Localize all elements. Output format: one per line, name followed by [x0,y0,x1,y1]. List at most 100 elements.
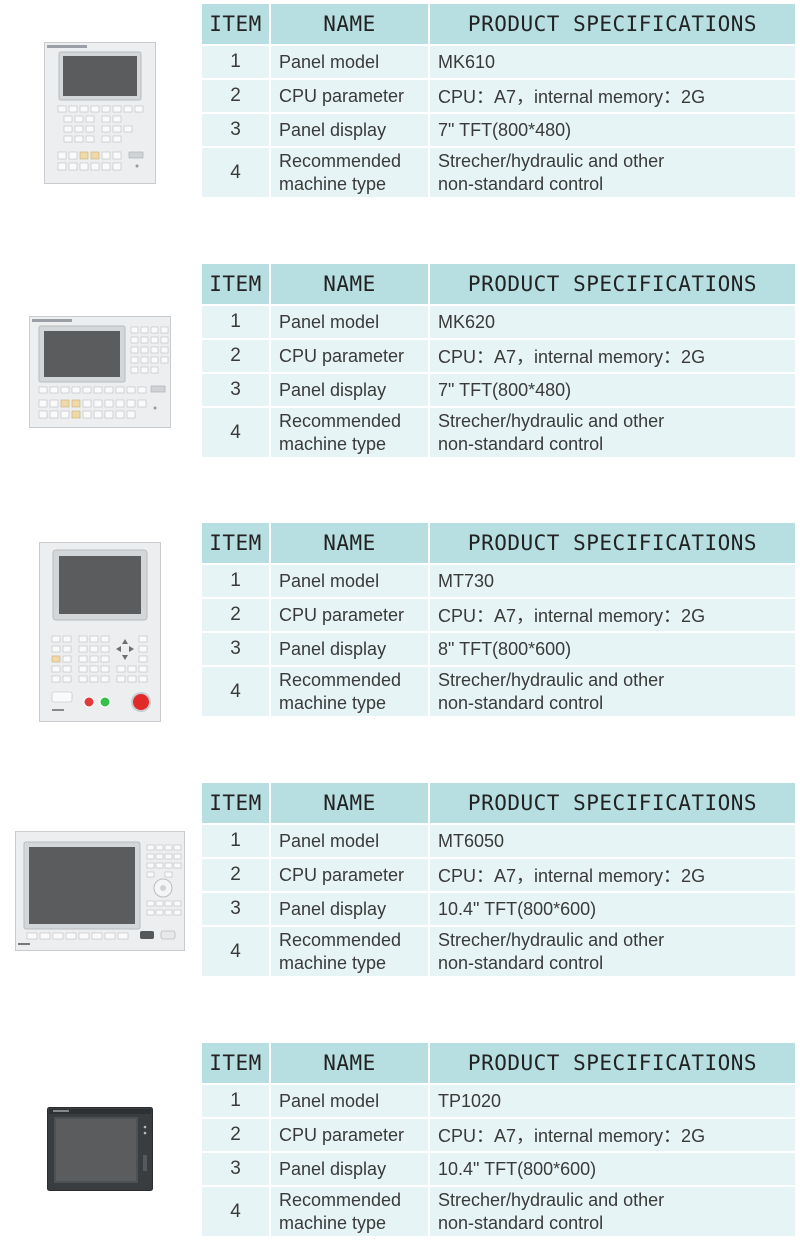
product-block-mk610: ITEM NAME PRODUCT SPECIFICATIONS 1 Panel… [0,2,800,208]
table-header-row: ITEM NAME PRODUCT SPECIFICATIONS [202,264,795,304]
header-name: NAME [271,1043,428,1083]
header-item: ITEM [202,264,269,304]
spec-name-line2: machine type [279,173,387,194]
item-number: 1 [202,306,269,338]
spec-value: 10.4" TFT(800*600) [430,893,795,925]
header-item: ITEM [202,783,269,823]
spec-name: Panel display [271,633,428,665]
spec-value-line1: Strecher/hydraulic and other [438,150,665,171]
table-row: 1 Panel model MK620 [202,306,795,338]
item-number: 1 [202,825,269,857]
spec-name: Panel display [271,114,428,146]
item-number: 1 [202,1085,269,1117]
spec-value-line1: Strecher/hydraulic and other [438,1189,665,1210]
spec-value: MK620 [430,306,795,338]
spec-value: TP1020 [430,1085,795,1117]
item-number: 4 [202,667,269,716]
table-row: 1 Panel model MT6050 [202,825,795,857]
table-header-row: ITEM NAME PRODUCT SPECIFICATIONS [202,783,795,823]
item-number: 3 [202,114,269,146]
table-row: 1 Panel model MK610 [202,46,795,78]
spec-name: CPU parameter [271,1119,428,1151]
spec-name: Panel display [271,1153,428,1185]
spec-table-mt730: ITEM NAME PRODUCT SPECIFICATIONS 1 Panel… [200,521,797,718]
spec-value-line2: non-standard control [438,433,604,454]
item-number: 2 [202,1119,269,1151]
spec-name: CPU parameter [271,859,428,891]
spec-value-line1: Strecher/hydraulic and other [438,929,665,950]
spec-name: Panel model [271,306,428,338]
header-name: NAME [271,783,428,823]
item-number: 2 [202,859,269,891]
spec-value: CPU：A7，internal memory：2G [430,859,795,891]
table-row: 3 Panel display 7" TFT(800*480) [202,374,795,406]
spec-name: Panel display [271,893,428,925]
mt6050-panel-image [15,831,185,951]
header-spec: PRODUCT SPECIFICATIONS [430,783,795,823]
table-row: 2 CPU parameter CPU：A7，internal memory：2… [202,340,795,372]
spec-value: CPU：A7，internal memory：2G [430,1119,795,1151]
table-row: 3 Panel display 7" TFT(800*480) [202,114,795,146]
item-number: 3 [202,893,269,925]
item-number: 4 [202,148,269,197]
spec-name: Panel display [271,374,428,406]
table-row: 1 Panel model MT730 [202,565,795,597]
spec-table-mk620: ITEM NAME PRODUCT SPECIFICATIONS 1 Panel… [200,262,797,459]
spec-value-line2: non-standard control [438,952,604,973]
table-row: 3 Panel display 10.4" TFT(800*600) [202,1153,795,1185]
header-item: ITEM [202,4,269,44]
table-row: 2 CPU parameter CPU：A7，internal memory：2… [202,80,795,112]
product-block-mt6050: ITEM NAME PRODUCT SPECIFICATIONS 1 Panel… [0,781,800,987]
item-number: 4 [202,1187,269,1236]
spec-name: CPU parameter [271,340,428,372]
table-header-row: ITEM NAME PRODUCT SPECIFICATIONS [202,4,795,44]
item-number: 2 [202,340,269,372]
header-name: NAME [271,264,428,304]
spec-table-mk610: ITEM NAME PRODUCT SPECIFICATIONS 1 Panel… [200,2,797,199]
spec-name: CPU parameter [271,599,428,631]
spec-table-tp1020: ITEM NAME PRODUCT SPECIFICATIONS 1 Panel… [200,1041,797,1238]
item-number: 3 [202,633,269,665]
table-row: 2 CPU parameter CPU：A7，internal memory：2… [202,599,795,631]
spec-name: Panel model [271,565,428,597]
mk610-panel-image [44,42,156,184]
spec-value-line2: non-standard control [438,692,604,713]
spec-value: MK610 [430,46,795,78]
spec-name-line2: machine type [279,1212,387,1233]
table-header-row: ITEM NAME PRODUCT SPECIFICATIONS [202,523,795,563]
header-name: NAME [271,4,428,44]
product-block-tp1020: ITEM NAME PRODUCT SPECIFICATIONS 1 Panel… [0,1041,800,1247]
table-header-row: ITEM NAME PRODUCT SPECIFICATIONS [202,1043,795,1083]
spec-name-line1: Recommended [279,669,402,690]
spec-value: 7" TFT(800*480) [430,374,795,406]
item-number: 3 [202,1153,269,1185]
mt730-panel-image [39,542,161,722]
header-item: ITEM [202,523,269,563]
table-row: 2 CPU parameter CPU：A7，internal memory：2… [202,1119,795,1151]
tp1020-panel-image [47,1107,153,1191]
spec-value: CPU：A7，internal memory：2G [430,599,795,631]
spec-name: CPU parameter [271,80,428,112]
table-row: 2 CPU parameter CPU：A7，internal memory：2… [202,859,795,891]
spec-name: Panel model [271,46,428,78]
item-number: 4 [202,927,269,976]
table-row: 1 Panel model TP1020 [202,1085,795,1117]
spec-value: MT730 [430,565,795,597]
spec-value: CPU：A7，internal memory：2G [430,340,795,372]
header-item: ITEM [202,1043,269,1083]
spec-value-line2: non-standard control [438,173,604,194]
item-number: 3 [202,374,269,406]
